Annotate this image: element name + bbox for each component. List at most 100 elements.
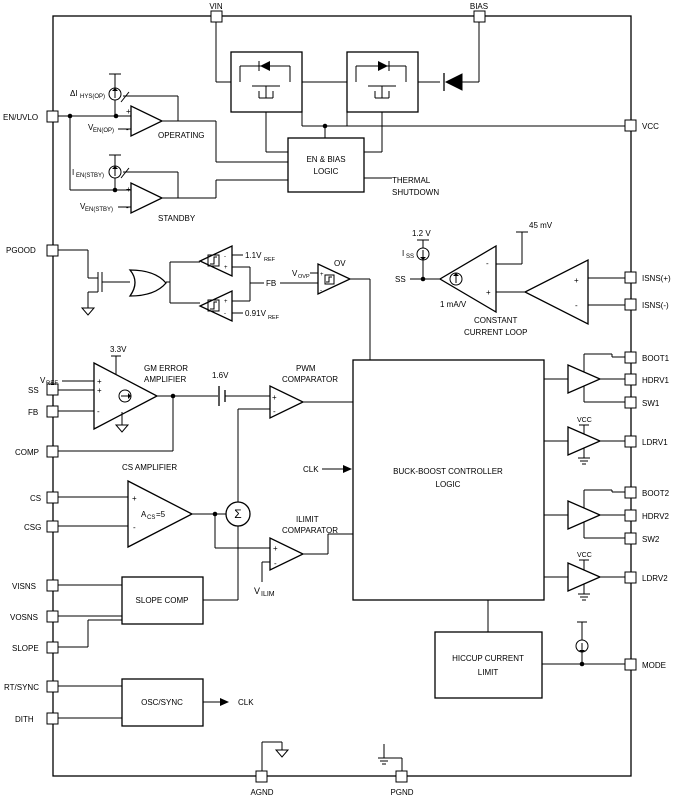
- venstby-sub: EN(STBY): [85, 207, 113, 213]
- ilimit-comparator: [269, 536, 305, 572]
- pin-vosns-label: VOSNS: [10, 613, 38, 622]
- pin-pgood-label: PGOOD: [6, 246, 36, 255]
- gm-ccl-label: 1 mA/V: [440, 300, 467, 309]
- acs-main: A: [141, 510, 147, 519]
- cs-amplifier: [127, 479, 194, 549]
- gm-plus-1: +: [97, 377, 102, 386]
- pin-csg-label: CSG: [24, 523, 41, 532]
- clk-out-label: CLK: [238, 698, 254, 707]
- pin-ss-label: SS: [28, 386, 39, 395]
- pin-hdrv1-label: HDRV1: [642, 376, 670, 385]
- v3p3-label: 3.3V: [110, 345, 127, 354]
- ov-comparator-group: + - V OVP OV: [292, 259, 371, 360]
- pin-csg: CSG: [24, 520, 59, 533]
- ccl-minus: -: [486, 259, 489, 268]
- ic-boundary: [52, 15, 632, 777]
- iss-sub: SS: [406, 254, 414, 260]
- clk-in-label: CLK: [303, 465, 319, 474]
- pgood-or-gate: [128, 269, 167, 297]
- pin-vcc: VCC: [624, 119, 659, 132]
- pin-mode-label: MODE: [642, 661, 666, 670]
- ilim-minus: -: [274, 559, 277, 568]
- bias-mosfet-switch: [346, 51, 419, 113]
- vovp-main: V: [292, 269, 298, 278]
- pin-pgood: PGOOD: [6, 244, 59, 257]
- pin-sw2: SW2: [624, 532, 660, 545]
- pin-bias: BIAS: [470, 2, 488, 23]
- gm-label-line1: GM ERROR: [144, 364, 188, 373]
- pin-dith: DITH: [15, 712, 59, 725]
- pg-h-plus: +: [224, 265, 228, 271]
- ccl-error-amplifier: [438, 244, 497, 314]
- gm-plus-2: +: [97, 386, 102, 395]
- slope-comp-block: SLOPE COMP: [58, 576, 204, 648]
- stby-minus: -: [126, 203, 129, 212]
- gate-drivers: VCC VCC: [544, 353, 625, 601]
- pin-ldrv1-label: LDRV1: [642, 438, 668, 447]
- pin-en-uvlo: EN/UVLO: [3, 110, 59, 123]
- body-diode-icon: [260, 61, 270, 71]
- pin-vcc-label: VCC: [642, 122, 659, 131]
- acs-sub: CS: [147, 515, 155, 521]
- standby-comparator: [130, 181, 164, 215]
- ien-label-sub: EN(STBY): [76, 173, 104, 179]
- pin-ldrv1: LDRV1: [624, 435, 668, 448]
- gm-minus: -: [97, 407, 100, 416]
- bias-diode-icon: [444, 73, 463, 91]
- ilimit-comparator-group: ILIMIT COMPARATOR + - V ILIM: [254, 515, 353, 598]
- bias-switch-network: [215, 22, 625, 153]
- mv45-label: 45 mV: [529, 221, 553, 230]
- vref-sub: REF: [46, 381, 58, 387]
- pgood-high-comparator: [198, 244, 233, 278]
- thermal-shutdown-line1: THERMAL: [392, 176, 431, 185]
- ref-hi-main: 1.1V: [245, 251, 262, 260]
- pin-sw1-label: SW1: [642, 399, 660, 408]
- pin-vin: VIN: [209, 2, 223, 23]
- pwm-label-line2: COMPARATOR: [282, 375, 338, 384]
- operating-comparator: [130, 104, 164, 138]
- vilim-main: V: [254, 586, 260, 596]
- slope-comp-label: SLOPE COMP: [136, 596, 189, 605]
- pg-h-minus: -: [224, 254, 226, 260]
- op-plus: +: [126, 107, 131, 116]
- ov-plus: +: [320, 272, 324, 278]
- ref-lo-main: 0.91V: [245, 309, 267, 318]
- ov-label: OV: [334, 259, 346, 268]
- en-bias-logic-line1: EN & BIAS: [306, 155, 345, 164]
- cs-plus: +: [132, 494, 137, 503]
- constant-current-loop: 1.2 V I SS SS - + 1 mA/V 45 mV + - CONST…: [395, 221, 625, 337]
- cs-amplifier-group: CS AMPLIFIER + - A CS =5 Σ: [58, 409, 270, 601]
- ccl-label-line2: CURRENT LOOP: [464, 328, 527, 337]
- hiccup-line1: HICCUP CURRENT: [452, 654, 524, 663]
- pin-hdrv1: HDRV1: [624, 373, 670, 386]
- cs-minus: -: [133, 523, 136, 532]
- osc-sync-block: OSC/SYNC CLK: [58, 678, 254, 727]
- pin-vin-label: VIN: [209, 2, 223, 11]
- v1p2-label: 1.2 V: [412, 229, 431, 238]
- isns-minus: -: [575, 301, 578, 310]
- pin-isns-pos-label: ISNS(+): [642, 274, 671, 283]
- ilimit-label-line1: ILIMIT: [296, 515, 319, 524]
- buck-boost-controller-block: BUCK-BOOST CONTROLLER LOGIC CLK: [303, 359, 545, 601]
- pgood-logic: - + + - 1.1V REF FB 0.91V REF: [58, 244, 318, 323]
- osc-sync-label: OSC/SYNC: [141, 698, 183, 707]
- pin-hdrv2: HDRV2: [624, 509, 670, 522]
- pin-cs-label: CS: [30, 494, 41, 503]
- pin-boot2-label: BOOT2: [642, 489, 670, 498]
- pin-bias-label: BIAS: [470, 2, 488, 11]
- ground-icon-2: [114, 424, 130, 433]
- pin-isns-pos: ISNS(+): [624, 271, 671, 284]
- pin-visns: VISNS: [12, 579, 59, 592]
- pin-sw2-label: SW2: [642, 535, 660, 544]
- body-diode-icon-2: [378, 61, 388, 71]
- pin-pgnd-label: PGND: [390, 788, 413, 797]
- pin-isns-neg-label: ISNS(-): [642, 301, 669, 310]
- pin-en-uvlo-label: EN/UVLO: [3, 113, 38, 122]
- pg-l-plus: +: [224, 299, 228, 305]
- venop-sub: EN(OP): [93, 128, 114, 134]
- fb-node-label: FB: [266, 279, 276, 288]
- pwm-plus: +: [272, 393, 277, 402]
- pin-visns-label: VISNS: [12, 582, 36, 591]
- thermal-shutdown-line2: SHUTDOWN: [392, 188, 439, 197]
- ccl-plus: +: [486, 288, 491, 297]
